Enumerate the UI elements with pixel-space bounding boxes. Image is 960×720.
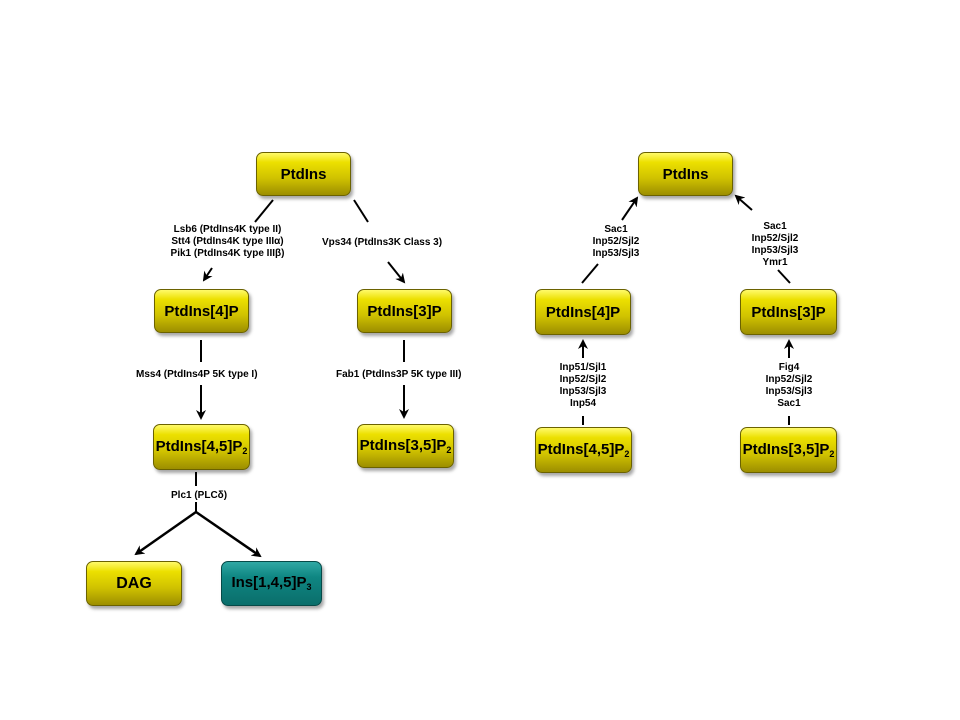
node-label: PtdIns[3,5]P2 [359, 436, 452, 456]
enzyme-inp53: Inp53/Sjl3 [751, 245, 799, 256]
enzyme-inp54: Inp54 [569, 398, 597, 409]
arrow-ptdins-to-ptdins4p [254, 199, 274, 223]
node-label: PtdIns [662, 165, 709, 183]
enzyme-lsb6: Lsb6 (PtdIns4K type II) [173, 224, 282, 235]
node-dag: DAG [86, 561, 182, 606]
node-label: PtdIns[3]P [367, 302, 442, 320]
arrow-ptdins-to-ptdins4p-head [202, 267, 213, 282]
label-ptdins35p2-phosphatases: Fig4 Inp52/Sjl2 Inp53/Sjl3 Sac1 [749, 362, 829, 410]
node-label: PtdIns[4]P [545, 303, 621, 321]
label-ptdins3p-phosphatases: Sac1 Inp52/Sjl2 Inp53/Sjl3 Ymr1 [735, 221, 815, 269]
subscript: 2 [624, 449, 630, 460]
node-label: PtdIns[4]P [164, 302, 239, 320]
node-label: PtdIns[3,5]P2 [742, 440, 835, 460]
node-ptdins3p-left: PtdIns[3]P [357, 289, 452, 333]
node-ptdins-right: PtdIns [638, 152, 733, 196]
node-ptdins45p2-right: PtdIns[4,5]P2 [535, 427, 632, 473]
node-label: PtdIns[3]P [751, 303, 826, 321]
enzyme-inp52: Inp52/Sjl2 [765, 374, 813, 385]
enzyme-sac1: Sac1 [763, 221, 787, 232]
label-vps34: Vps34 (PtdIns3K Class 3) [322, 237, 443, 248]
enzyme-pik1: Pik1 (PtdIns4K type IIIβ) [170, 248, 285, 259]
enzyme-inp53: Inp53/Sjl3 [765, 386, 813, 397]
subscript: 2 [829, 449, 835, 460]
node-ptdins35p2-right: PtdIns[3,5]P2 [740, 427, 837, 473]
enzyme-inp52: Inp52/Sjl2 [592, 236, 640, 247]
arrow-ptdins3p-to-ptdins-head [734, 194, 753, 211]
enzyme-inp52: Inp52/Sjl2 [559, 374, 607, 385]
node-ptdins45p2-left: PtdIns[4,5]P2 [153, 424, 250, 470]
enzyme-inp53: Inp53/Sjl3 [559, 386, 607, 397]
node-ins145p3: Ins[1,4,5]P3 [221, 561, 322, 606]
node-label: DAG [116, 574, 152, 592]
label-pi4k-enzymes: Lsb6 (PtdIns4K type II) Stt4 (PtdIns4K t… [160, 224, 295, 260]
label-ptdins4p-phosphatases: Sac1 Inp52/Sjl2 Inp53/Sjl3 [576, 224, 656, 260]
node-ptdins-left: PtdIns [256, 152, 351, 196]
arrow-ptdins4p-to-ptdins [581, 263, 599, 284]
arrow-to-ins145p3 [195, 510, 262, 558]
arrow-ptdins3p-to-ptdins [777, 269, 791, 284]
subscript: 3 [306, 582, 312, 593]
label-plc1: Plc1 (PLCδ) [171, 490, 228, 501]
enzyme-sac1: Sac1 [777, 398, 801, 409]
enzyme-stt4: Stt4 (PtdIns4K type IIIα) [171, 236, 284, 247]
node-label: Ins[1,4,5]P3 [231, 574, 312, 593]
arrow-to-dag [134, 510, 197, 556]
arrow-ptdins-to-ptdins3p [353, 199, 369, 223]
enzyme-inp52: Inp52/Sjl2 [751, 233, 799, 244]
node-ptdins4p-right: PtdIns[4]P [535, 289, 631, 335]
subscript: 2 [446, 445, 452, 456]
enzyme-inp53: Inp53/Sjl3 [592, 248, 640, 259]
arrow-ptdins-to-ptdins3p-head [387, 261, 406, 284]
label-ptdins45p2-phosphatases: Inp51/Sjl1 Inp52/Sjl2 Inp53/Sjl3 Inp54 [543, 362, 623, 410]
node-label: PtdIns [280, 165, 327, 183]
enzyme-inp51: Inp51/Sjl1 [559, 362, 607, 373]
node-label: PtdIns[4,5]P2 [537, 440, 630, 460]
enzyme-ymr1: Ymr1 [762, 257, 788, 268]
node-ptdins3p-right: PtdIns[3]P [740, 289, 837, 335]
label-fab1: Fab1 (PtdIns3P 5K type III) [336, 369, 462, 380]
enzyme-sac1: Sac1 [604, 224, 628, 235]
node-ptdins4p-left: PtdIns[4]P [154, 289, 249, 333]
subscript: 2 [242, 446, 248, 457]
label-mss4: Mss4 (PtdIns4P 5K type I) [136, 369, 258, 380]
enzyme-fig4: Fig4 [778, 362, 800, 373]
node-label: PtdIns[4,5]P2 [155, 437, 248, 457]
arrow-ptdins4p-to-ptdins-head [621, 196, 639, 221]
node-ptdins35p2-left: PtdIns[3,5]P2 [357, 424, 454, 468]
